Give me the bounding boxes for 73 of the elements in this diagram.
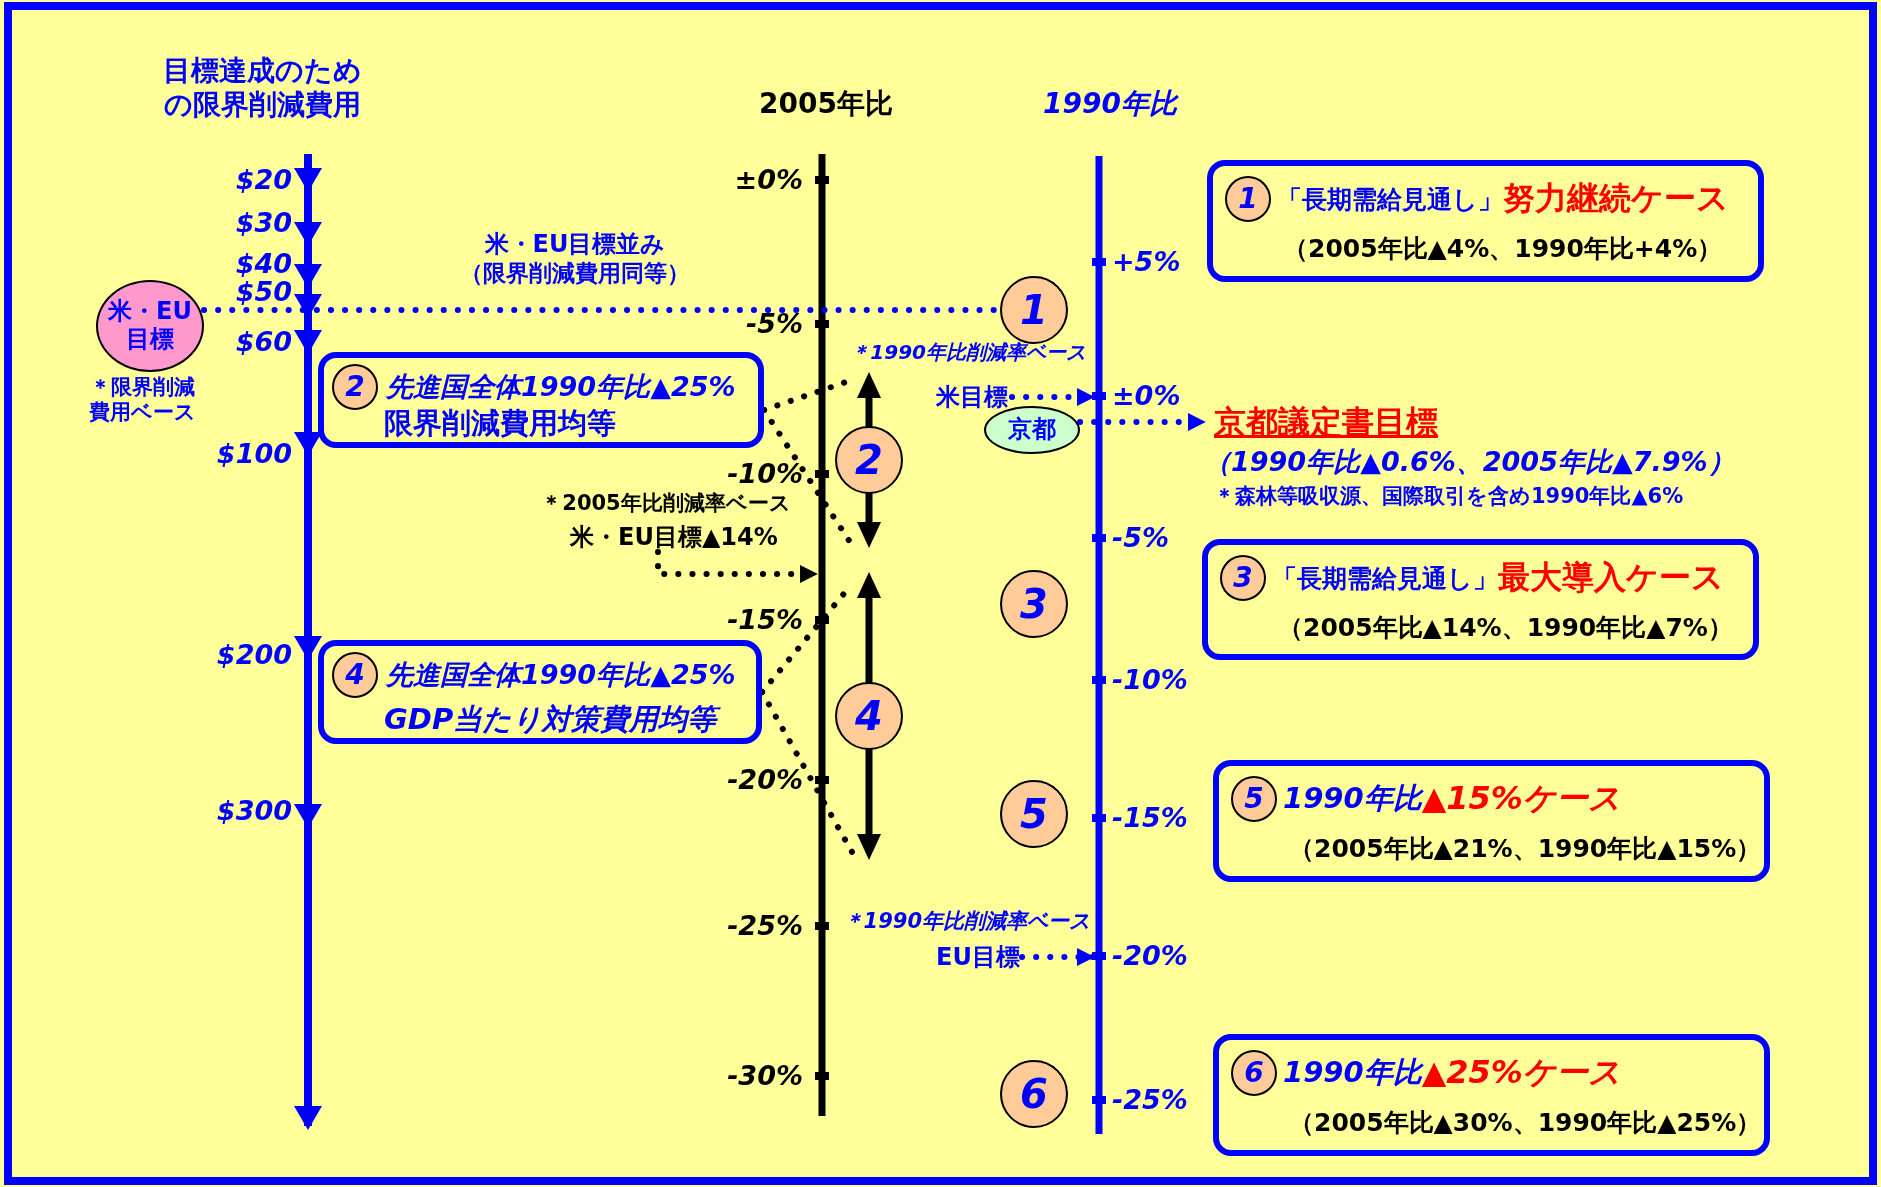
tick-label: -20% bbox=[727, 765, 803, 795]
tick-label: -10% bbox=[727, 459, 803, 489]
note-text: EU目標 bbox=[936, 942, 1022, 972]
tick-label: $30 bbox=[235, 208, 292, 238]
axis-title: 目標達成のための限界削減費用 bbox=[161, 54, 363, 122]
tick-label: $200 bbox=[216, 640, 292, 670]
tick-label: $100 bbox=[216, 439, 292, 469]
number-circle: 4 bbox=[835, 682, 903, 750]
tick-label: -30% bbox=[727, 1061, 803, 1091]
case-name: ▲25%ケース bbox=[1421, 1053, 1621, 1091]
tick-label: $20 bbox=[235, 165, 292, 195]
case-title: 「長期需給見通し」 bbox=[1277, 184, 1503, 214]
tick-label: -5% bbox=[745, 309, 803, 339]
case-title: 先進国全体1990年比▲25% bbox=[386, 371, 736, 402]
circled-number: 1 bbox=[1225, 176, 1271, 222]
target-detail: （1990年比▲0.6%、2005年比▲7.9%） bbox=[1204, 445, 1735, 479]
case-box bbox=[318, 640, 762, 744]
case-box bbox=[1213, 760, 1770, 882]
case-detail: 限界削減費用均等 bbox=[384, 405, 616, 442]
axis-title: 2005年比 bbox=[759, 88, 893, 120]
case-box bbox=[1213, 1034, 1770, 1156]
tick-label: +5% bbox=[1112, 247, 1181, 277]
dotted-arrow bbox=[1009, 388, 1096, 406]
note-text: ＊限界削減費用ベース bbox=[87, 374, 197, 426]
circled-number: 2 bbox=[332, 364, 378, 410]
note-text: ＊2005年比削減率ベース bbox=[541, 492, 791, 516]
tick-label: -25% bbox=[727, 911, 803, 941]
annotation: （限界削減費用同等） bbox=[460, 261, 690, 287]
note-text: ＊1990年比削減率ベース bbox=[850, 341, 1086, 363]
note-text: 米・EU目標▲14% bbox=[570, 522, 788, 552]
circled-number: 4 bbox=[332, 652, 378, 698]
axis-title: 1990年比 bbox=[1043, 88, 1177, 120]
note-text: ＊1990年比削減率ベース bbox=[842, 910, 1090, 934]
circled-number: 6 bbox=[1231, 1050, 1277, 1096]
note-text: ＊森林等吸収源、国際取引を含め1990年比▲6% bbox=[1214, 483, 1684, 510]
case-box bbox=[1202, 539, 1759, 660]
case-name: 最大導入ケース bbox=[1498, 558, 1724, 596]
dotted-arrow bbox=[1019, 948, 1096, 966]
tick-label: -25% bbox=[1112, 1085, 1188, 1115]
number-circle: 3 bbox=[1000, 570, 1068, 638]
case-detail: （2005年比▲4%、1990年比+4%） bbox=[1283, 233, 1723, 265]
circled-number: 3 bbox=[1220, 555, 1266, 601]
number-circle: 2 bbox=[835, 426, 903, 494]
case-title: 1990年比 bbox=[1283, 1055, 1422, 1089]
tick-label: ±0% bbox=[1112, 381, 1181, 411]
tick-label: -15% bbox=[1112, 803, 1188, 833]
case-title: 先進国全体1990年比▲25% bbox=[386, 659, 736, 690]
tick-label: $60 bbox=[235, 327, 292, 357]
tick-label: $40 bbox=[235, 249, 292, 279]
target-title: 京都議定書目標 bbox=[1214, 402, 1438, 442]
case-detail: （2005年比▲21%、1990年比▲15%） bbox=[1289, 833, 1762, 865]
tick-label: ±0% bbox=[734, 165, 803, 195]
case-title: 1990年比 bbox=[1283, 781, 1422, 815]
tick-label: -5% bbox=[1112, 523, 1170, 553]
dotted-arrow bbox=[1077, 413, 1207, 431]
tick-label: -10% bbox=[1112, 665, 1188, 695]
ellipse-label: 米・EU目標 bbox=[96, 280, 204, 372]
case-title: 「長期需給見通し」 bbox=[1272, 563, 1498, 593]
case-box bbox=[318, 352, 764, 448]
case-detail: （2005年比▲14%、1990年比▲7%） bbox=[1278, 612, 1733, 644]
tick-label: $300 bbox=[216, 796, 292, 826]
number-circle: 5 bbox=[1000, 780, 1068, 848]
circled-number: 5 bbox=[1231, 776, 1277, 822]
tick-label: $50 bbox=[235, 277, 292, 307]
tick-label: -20% bbox=[1112, 941, 1188, 971]
number-circle: 6 bbox=[1000, 1060, 1068, 1128]
annotation: 米・EU目標並み bbox=[484, 230, 666, 258]
dotted-arrow bbox=[655, 549, 819, 583]
tick-label: -15% bbox=[727, 605, 803, 635]
case-name: 努力継続ケース bbox=[1503, 179, 1729, 217]
case-box bbox=[1207, 160, 1764, 282]
case-detail: （2005年比▲30%、1990年比▲25%） bbox=[1289, 1107, 1762, 1139]
case-name: ▲15%ケース bbox=[1421, 779, 1621, 817]
